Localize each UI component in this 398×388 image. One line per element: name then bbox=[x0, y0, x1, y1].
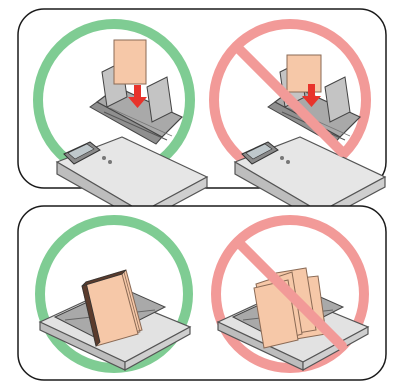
paper-sheet bbox=[114, 40, 146, 84]
paper-sheet bbox=[287, 55, 321, 92]
ok-scene-bottom bbox=[40, 220, 190, 370]
no-scene-bottom bbox=[216, 220, 368, 370]
